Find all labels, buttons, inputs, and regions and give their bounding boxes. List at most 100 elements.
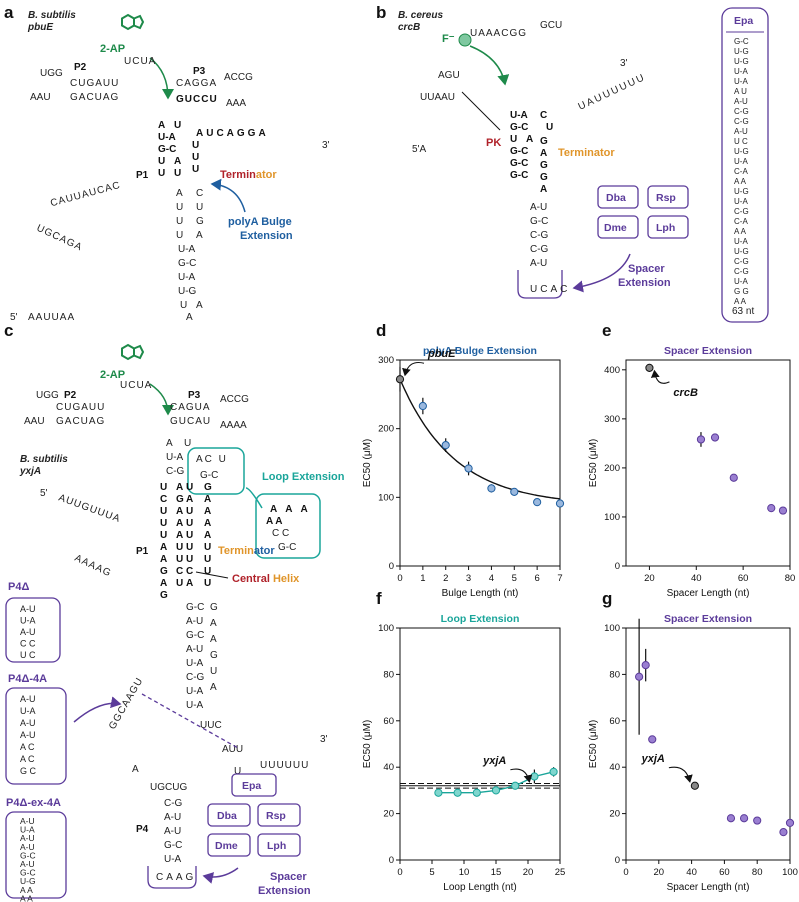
svg-text:U: U (176, 542, 183, 553)
seq-top2-b: GCU (540, 20, 562, 31)
data-point (511, 781, 520, 790)
loop-seq-c2: G-C (200, 470, 218, 481)
data-point (453, 788, 462, 797)
seq-line: G-C (20, 850, 36, 860)
svg-text:A-U: A-U (186, 616, 203, 627)
five-prime-a: 5' (10, 312, 18, 323)
svg-text:A-U: A-U (530, 258, 547, 269)
loop-seq-c: AC U (196, 454, 228, 465)
seq-line: U-G (20, 876, 36, 886)
spacer-label-b1: Spacer (628, 263, 665, 275)
panel-label-b: b (376, 3, 386, 22)
loop-insert-box (255, 493, 321, 559)
ligand-label-c: 2-AP (100, 369, 125, 381)
svg-text:C-G: C-G (530, 230, 549, 241)
x-tick-label: 3 (466, 573, 471, 584)
svg-text:U: U (186, 518, 193, 529)
seq-mid-a: CAUUAUCAC (49, 180, 122, 209)
seq-line: U C (734, 137, 748, 146)
seq-line: C-G (734, 267, 749, 276)
chart-title: polyA Bulge Extension (423, 345, 537, 357)
svg-text:G-C: G-C (510, 122, 528, 133)
seq-line: A U (734, 87, 747, 96)
seq-p2top-a: UGG (40, 68, 63, 79)
svg-text:C: C (196, 188, 203, 199)
y-tick-label: 20 (383, 809, 394, 820)
svg-text:A: A (196, 300, 203, 311)
annotation-label: yxjA (482, 755, 506, 767)
svg-text:G: G (210, 650, 218, 661)
y-axis-label: EC50 (μM) (362, 439, 373, 488)
x-tick-label: 100 (782, 867, 798, 878)
svg-text:A: A (204, 494, 211, 505)
term-label-b: Terminator (558, 147, 615, 159)
seq-pre2-c: AAU (24, 416, 45, 427)
data-point (726, 814, 736, 823)
svg-text:U: U (192, 152, 199, 163)
y-tick-label: 80 (609, 669, 620, 680)
seq-line: A-U (20, 694, 36, 704)
data-point (739, 814, 749, 823)
p44a-sequence: A-UU-AA-UA-UA CA CG C (20, 694, 37, 776)
x-tick-label: 20 (644, 573, 655, 584)
seq-line: A C (20, 754, 35, 764)
plot-frame (399, 627, 561, 861)
svg-text:A: A (540, 184, 547, 195)
seq-p2b-a: GACUAG (70, 92, 119, 103)
chart-title: Loop Extension (441, 613, 520, 625)
panel-label-a: a (4, 3, 14, 22)
p2-label-c: P2 (64, 390, 77, 401)
seq-five2-c: AAAAG (73, 553, 113, 580)
loop-arrow-c (245, 487, 263, 509)
seq-top-b: UAAACGG (470, 28, 527, 39)
seq-top-a: UCUA (124, 56, 156, 67)
svg-text:U: U (160, 518, 167, 529)
svg-text:A: A (160, 542, 167, 553)
p4-loop-c: GGCAAGU UUC AUU U UUUUUU 3' A UGCUG (107, 676, 327, 793)
y-tick-label: 0 (615, 855, 620, 866)
box-lph-b: Lph (656, 222, 675, 234)
data-point (418, 401, 427, 411)
box-rsp-c: Rsp (266, 810, 286, 822)
p4-variant-arrow (73, 696, 122, 723)
seq-line: U-A (20, 825, 35, 835)
svg-text:G-C: G-C (178, 258, 196, 269)
spacer-arrow-c (202, 867, 239, 884)
svg-text:U: U (186, 482, 193, 493)
seq-line: U-A (734, 77, 748, 86)
seq-line: A A (734, 177, 747, 186)
three-prime-a: 3' (322, 140, 330, 151)
y-tick-label: 200 (378, 424, 394, 435)
annotation-arrow (402, 362, 425, 377)
bulge-label-a1: polyA Bulge (228, 216, 292, 228)
annotation-arrow (650, 369, 670, 384)
svg-text:U-G: U-G (178, 286, 197, 297)
seq-five-c: AUUGUUUA (57, 492, 122, 525)
svg-text:U-A: U-A (178, 272, 196, 283)
loop-highlight-box (187, 447, 245, 495)
p1-label-a: P1 (136, 170, 149, 181)
svg-text:G-C: G-C (510, 170, 528, 181)
seq-line: U C (20, 650, 36, 660)
svg-text:U-A: U-A (186, 658, 204, 669)
x-axis-label: Bulge Length (nt) (442, 588, 519, 599)
data-point (510, 487, 519, 496)
seq-p3tail-c: AAAA (220, 420, 247, 431)
svg-text:U: U (176, 554, 183, 565)
x-tick-label: 1 (420, 573, 425, 584)
box-lph-c: Lph (267, 840, 286, 852)
svg-text:U: U (204, 542, 211, 553)
y-tick-label: 100 (604, 623, 620, 634)
svg-text:U: U (160, 506, 167, 517)
y-tick-label: 0 (389, 561, 394, 572)
seq-line: A-U (20, 833, 35, 843)
data-point (767, 504, 776, 513)
ligand-label-a: 2-AP (100, 43, 125, 55)
seq-line: A-U (20, 859, 35, 869)
panel-a: a B. subtilis pbuE 2-AP P2 P3 UGG CUGAUU… (4, 3, 330, 323)
panel-label-c: c (4, 321, 13, 340)
svg-text:C: C (160, 494, 167, 505)
svg-text:U: U (204, 566, 211, 577)
svg-text:U: U (158, 168, 165, 179)
seq-line: A A (734, 227, 747, 236)
